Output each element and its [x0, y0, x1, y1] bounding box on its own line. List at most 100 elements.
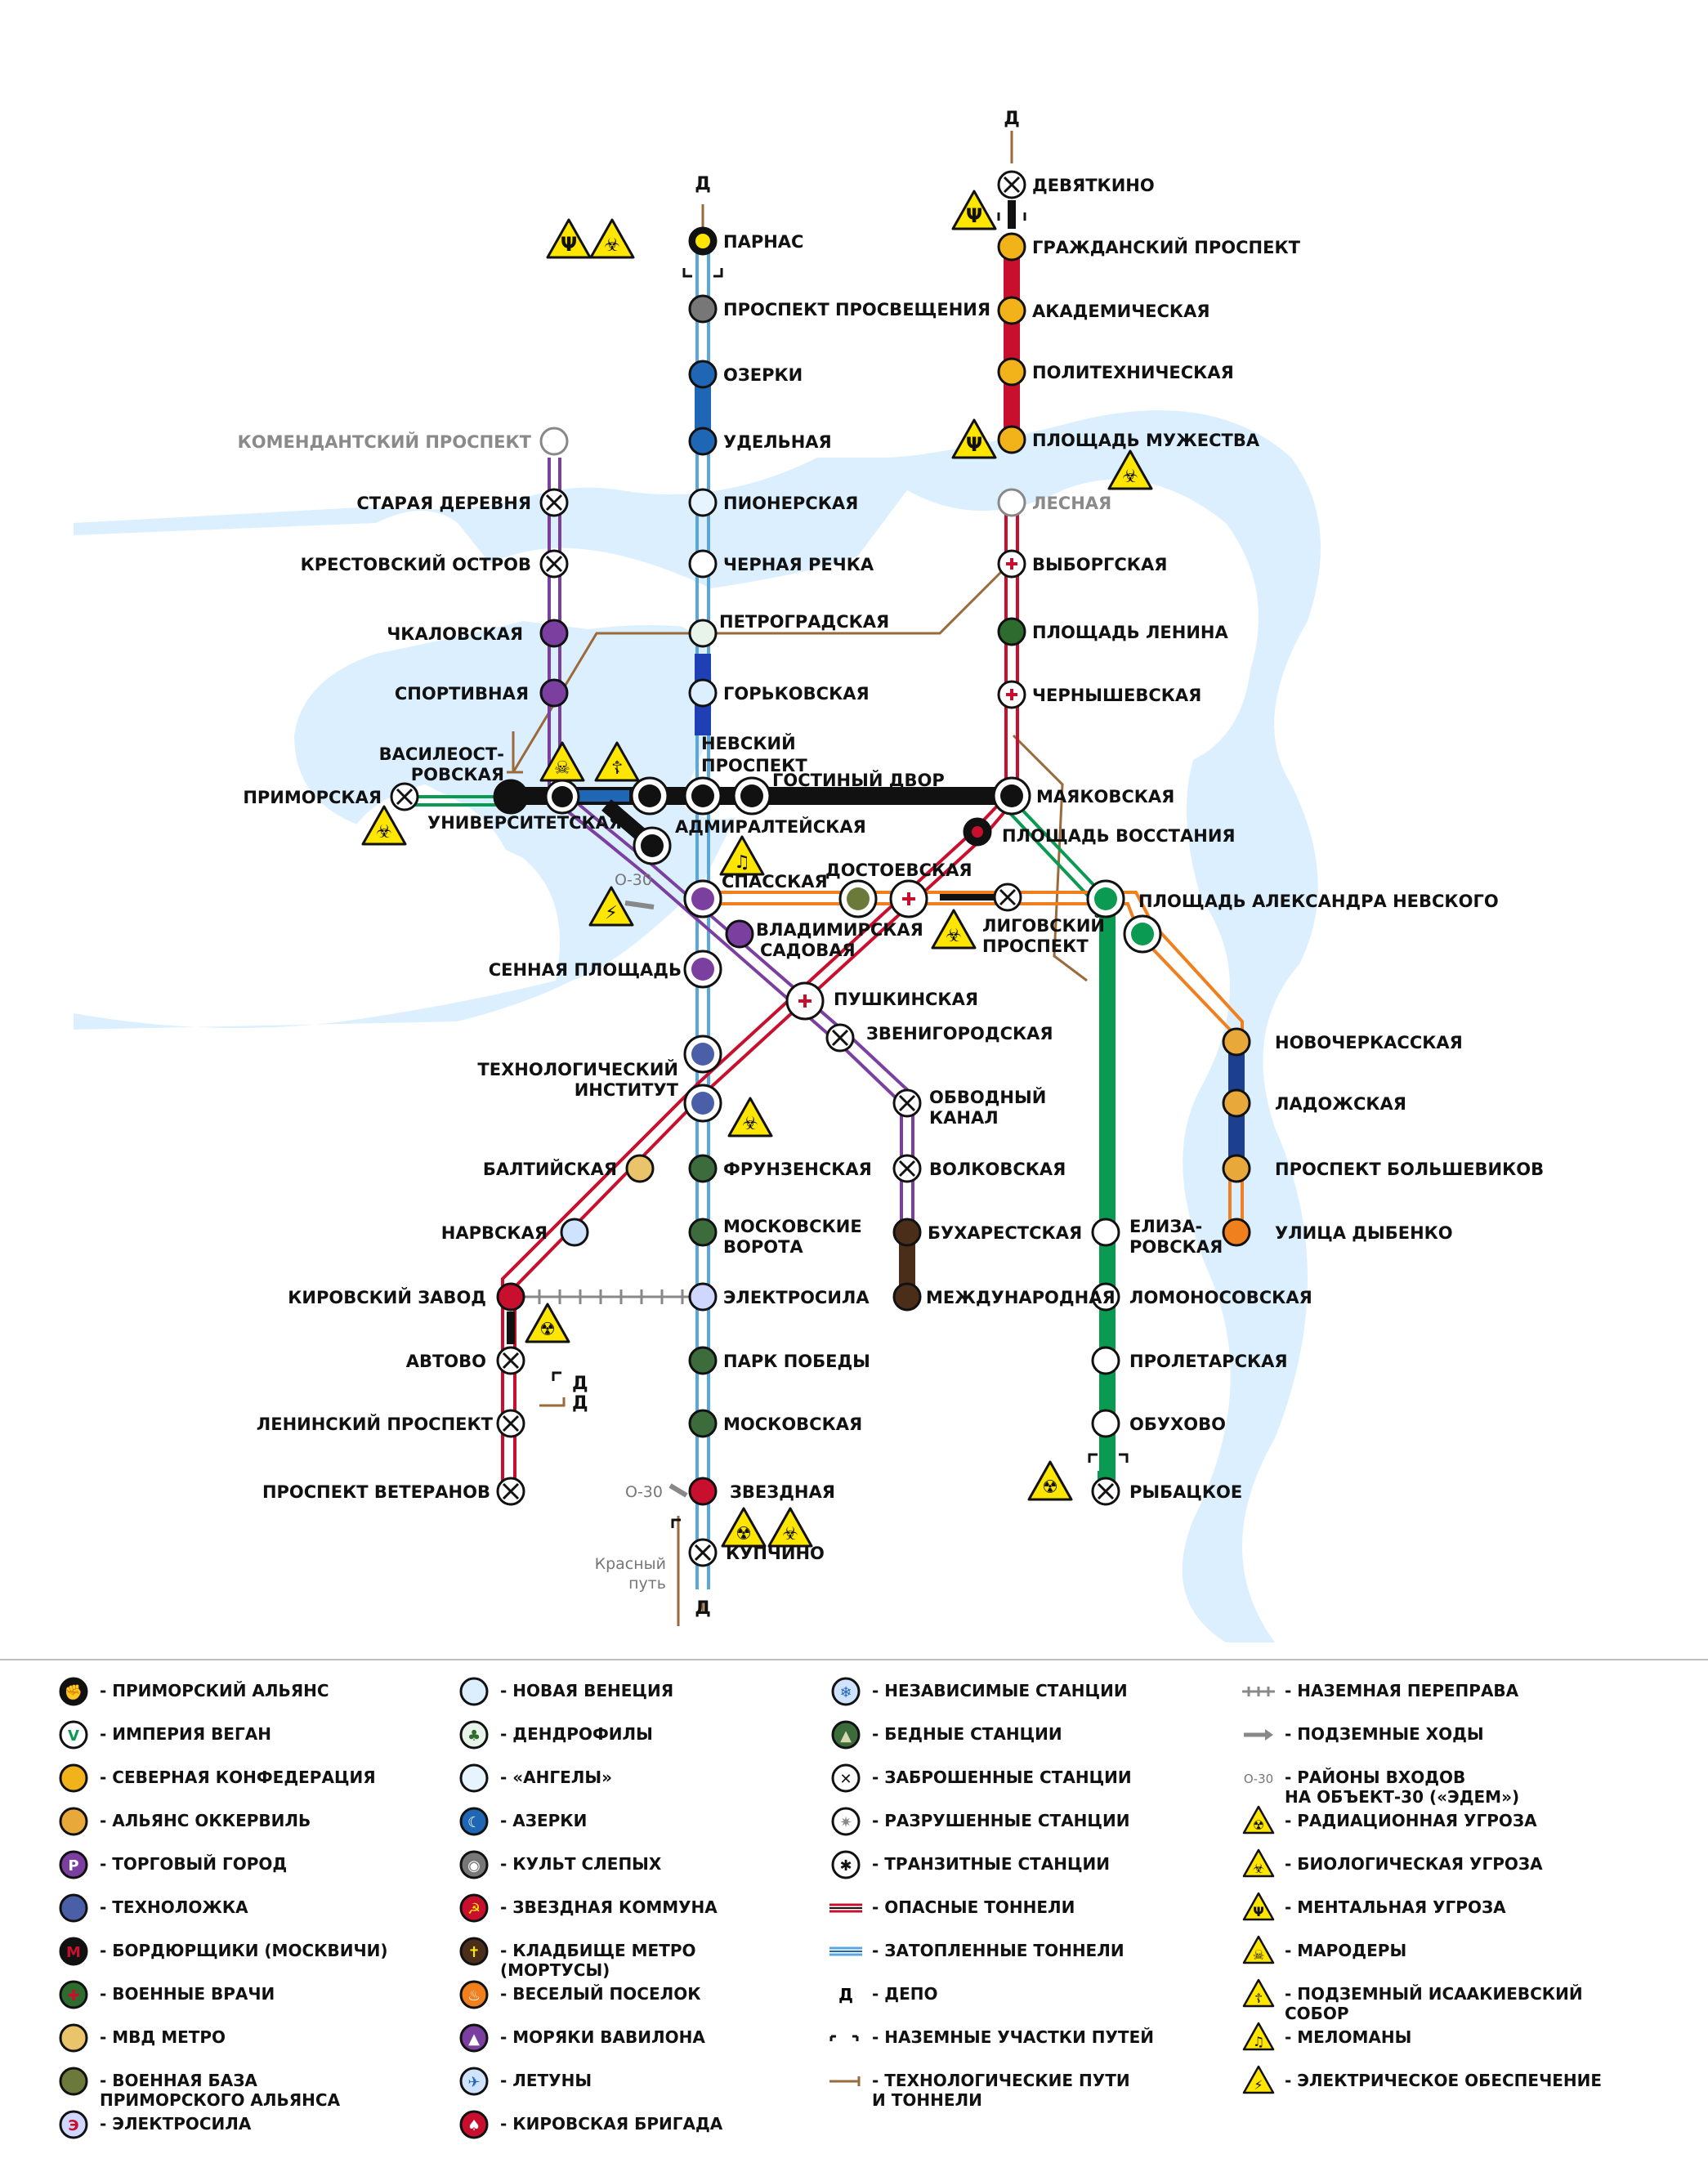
- station-obuhovo[interactable]: [1091, 1409, 1120, 1438]
- station-sennaya-2[interactable]: [683, 950, 722, 989]
- station-lomonosovskaya[interactable]: [1091, 1282, 1120, 1312]
- station-bolshevikov[interactable]: [1222, 1154, 1251, 1183]
- station-ozerki[interactable]: [688, 360, 718, 389]
- svg-text:☣: ☣: [782, 1524, 798, 1544]
- station-gostiny[interactable]: [732, 776, 771, 816]
- station-akademicheskaya[interactable]: [997, 296, 1026, 325]
- station-komendantsky[interactable]: [539, 427, 569, 456]
- radiation-icon: ☢: [1242, 1805, 1275, 1838]
- legend-item: ДДЕПО: [829, 1978, 937, 2011]
- legend-item-label: ЗВЕЗДНАЯ КОММУНА: [500, 1892, 718, 1917]
- station-vyborgskaya[interactable]: [997, 549, 1026, 579]
- station-parnas[interactable]: [688, 226, 718, 256]
- label-vasileo-1: ВАСИЛЕОСТ-: [379, 744, 504, 764]
- station-leninsky[interactable]: [496, 1409, 525, 1438]
- station-elektrosila[interactable]: [688, 1282, 718, 1312]
- svg-text:☢: ☢: [1253, 1817, 1264, 1833]
- station-ladozhskaya[interactable]: [1222, 1088, 1251, 1118]
- station-novocherkasskaya[interactable]: [1222, 1027, 1251, 1057]
- svg-text:▲: ▲: [468, 2031, 480, 2048]
- label-avtovo: АВТОВО: [406, 1352, 486, 1371]
- station-narvskaya[interactable]: [560, 1218, 589, 1247]
- svg-text:♫: ♫: [734, 852, 750, 873]
- legend-item: ✝КЛАДБИЩЕ МЕТРО (МОРТУСЫ): [458, 1935, 696, 1980]
- label-rybatskoe: РЫБАЦКОЕ: [1129, 1482, 1242, 1502]
- crescent-icon: ☾: [458, 1805, 490, 1838]
- station-lesnaya[interactable]: [997, 488, 1026, 517]
- station-polytech[interactable]: [997, 357, 1026, 387]
- station-moskovskie[interactable]: [688, 1218, 718, 1247]
- station-udelnaya[interactable]: [688, 427, 718, 456]
- station-kirovsky[interactable]: [496, 1282, 525, 1312]
- biohazard-icon: ☣: [361, 805, 407, 846]
- crossing-icon: [1242, 1675, 1275, 1708]
- radiation-icon: ☢: [721, 1507, 767, 1548]
- station-ligovsky[interactable]: [993, 883, 1022, 912]
- label-ligovsky-2: ПРОСПЕКТ: [982, 936, 1089, 956]
- station-baltiyskaya[interactable]: [625, 1154, 655, 1183]
- station-universitetskaya[interactable]: [544, 779, 580, 815]
- station-vasileostrovskaya[interactable]: [493, 779, 529, 815]
- svg-text:▲: ▲: [840, 1727, 852, 1745]
- station-pionerskaya[interactable]: [688, 488, 718, 517]
- station-buharestskaya[interactable]: [892, 1218, 922, 1247]
- station-volkovskaya[interactable]: [892, 1154, 922, 1183]
- station-park-pobedy[interactable]: [688, 1346, 718, 1375]
- svg-text:☢: ☢: [736, 1524, 752, 1544]
- station-petrogradskaya[interactable]: [688, 619, 718, 648]
- station-grazhdansky[interactable]: [997, 232, 1026, 261]
- station-mayakovskaya[interactable]: [992, 776, 1031, 816]
- station-devyatkino[interactable]: [997, 170, 1026, 199]
- station-spasskaya[interactable]: [683, 879, 722, 918]
- station-zvezdnaya[interactable]: [688, 1477, 718, 1506]
- station-avtovo[interactable]: [496, 1346, 525, 1375]
- station-pl-nevskogo[interactable]: [1086, 879, 1125, 918]
- station-elizarovskaya[interactable]: [1091, 1218, 1120, 1247]
- station-chernyshevskaya[interactable]: [997, 680, 1026, 709]
- station-dostoevskaya[interactable]: [838, 879, 878, 918]
- station-pl-lenina[interactable]: [997, 617, 1026, 646]
- station-sportivnaya[interactable]: [539, 678, 569, 708]
- station-gorkovskaya[interactable]: [688, 678, 718, 708]
- label-primorskaya: ПРИМОРСКАЯ: [243, 788, 382, 807]
- station-pl-vosstaniya[interactable]: [963, 817, 992, 847]
- station-moskovskaya[interactable]: [688, 1409, 718, 1438]
- svg-text:☣: ☣: [946, 926, 962, 946]
- svg-text:♫: ♫: [1253, 2034, 1264, 2049]
- station-admiralteyskaya[interactable]: [633, 826, 672, 865]
- station-staraya[interactable]: [539, 488, 569, 517]
- station-nevsky-2[interactable]: [630, 776, 669, 816]
- station-kupchino[interactable]: [688, 1538, 718, 1567]
- legend-item-label: ИМПЕРИЯ ВЕГАН: [100, 1718, 271, 1744]
- station-obvodny[interactable]: [892, 1088, 922, 1118]
- station-nevsky[interactable]: [683, 776, 722, 816]
- elektrosila-icon: Э: [57, 2108, 90, 2141]
- station-tehnolog-2[interactable]: [683, 1084, 722, 1123]
- skull-icon: ☠: [539, 741, 585, 782]
- legend-item-label: «АНГЕЛЫ»: [500, 1762, 612, 1787]
- station-veteranov[interactable]: [496, 1477, 525, 1506]
- legend-item: ТЕХНОЛОЖКА: [57, 1892, 248, 1924]
- station-krestovsky[interactable]: [539, 549, 569, 579]
- station-prosvesheniya[interactable]: [688, 294, 718, 324]
- radiation-icon: ☢: [1027, 1460, 1073, 1501]
- station-vladimirskaya[interactable]: [889, 879, 928, 918]
- station-dybenko[interactable]: [1222, 1218, 1251, 1247]
- station-rybatskoe[interactable]: [1091, 1477, 1120, 1506]
- v-icon: V: [57, 1718, 90, 1751]
- svg-text:V: V: [68, 1727, 79, 1745]
- station-muzhestva[interactable]: [997, 425, 1026, 454]
- station-pushkinskaya[interactable]: [785, 981, 825, 1021]
- station-primorskaya[interactable]: [390, 782, 419, 811]
- label-kupchino: КУПЧИНО: [726, 1544, 825, 1563]
- station-proletarskaya[interactable]: [1091, 1346, 1120, 1375]
- station-mezhdunarodnaya[interactable]: [892, 1282, 922, 1312]
- station-sadovaya[interactable]: [725, 919, 754, 949]
- station-chernaya-rechka[interactable]: [688, 549, 718, 579]
- station-frunzenskaya[interactable]: [688, 1154, 718, 1183]
- station-chkalovskaya[interactable]: [539, 619, 569, 648]
- station-zvenigorodskaya[interactable]: [825, 1023, 855, 1052]
- station-tehnolog-1[interactable]: [683, 1035, 722, 1074]
- legend-item-label: НАЗЕМНАЯ ПЕРЕПРАВА: [1285, 1675, 1518, 1700]
- station-pl-nevskogo-2[interactable]: [1123, 914, 1162, 954]
